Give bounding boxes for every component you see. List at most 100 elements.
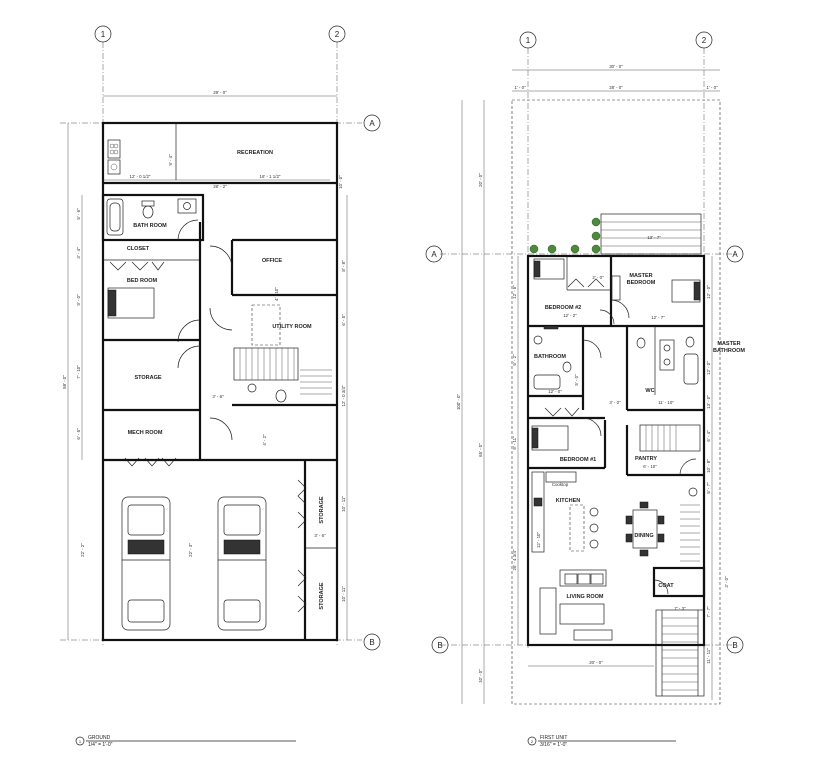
dim-mech-door: 4' - 2"	[262, 434, 267, 446]
dim-r1: 12' - 0"	[706, 285, 711, 299]
front-stair	[655, 609, 705, 697]
wall-coat-closet	[652, 566, 706, 598]
deck	[600, 213, 702, 255]
dim-rec-left: 12' - 0 1/2"	[130, 174, 151, 179]
sofa-cushion	[564, 573, 578, 585]
kitchen-cooktop-counter	[545, 471, 577, 483]
master-vanity	[659, 339, 675, 371]
bifold-closet-door	[109, 261, 165, 271]
grid-bubble-b-right	[726, 636, 744, 654]
master-sink-2	[663, 358, 671, 366]
dim-closet: 2' - 0"	[592, 275, 604, 280]
room-bed: BED ROOM	[127, 278, 158, 284]
door-swing-utility	[209, 307, 233, 331]
toilet-tank	[141, 200, 155, 207]
dim-r2: 12' - 0"	[706, 361, 711, 375]
dim-r3: 13' - 0"	[706, 395, 711, 409]
master-tv	[611, 275, 621, 301]
dim-r9: 11' - 11"	[706, 648, 711, 664]
utility-dashed-area	[251, 304, 281, 346]
door-swing-storage	[177, 345, 201, 369]
dim-rec-right-h: 10' - 0"	[338, 175, 343, 189]
scale-ground: 1/4" = 1'-0"	[88, 742, 113, 748]
dim-top-right: 1' - 0"	[706, 85, 718, 90]
bifold-storage-door-2	[297, 569, 307, 613]
dim-deck: 13' - 7"	[647, 235, 661, 240]
stool	[589, 507, 599, 517]
grid-number-1: 1	[101, 30, 106, 39]
door-swing-bed1	[582, 417, 602, 437]
room-living: LIVING ROOM	[567, 594, 604, 600]
bathtub-inner	[109, 202, 121, 232]
room-master-bath-1: MASTER	[717, 341, 740, 347]
master-toilet	[685, 336, 695, 348]
ground-floor-plan: 1 2 A B 29' - 0" 58' - 0" RECREATION 12'…	[60, 25, 381, 748]
chair	[657, 533, 665, 543]
bifold-bed2-closet	[567, 278, 605, 288]
dim-right-2: 6' - 5"	[341, 314, 346, 326]
lot-boundary	[511, 99, 721, 705]
stair-exterior	[300, 369, 332, 395]
kitchen-island	[569, 504, 585, 552]
grid-bubble-a-right	[726, 245, 744, 263]
dim-left-5: 6' - 5"	[76, 428, 81, 440]
grid-bubble-1	[94, 25, 112, 43]
grid-letter-b-left: B	[437, 641, 442, 650]
grid-bubble-a-left	[425, 245, 443, 263]
bifold-storage-door-1	[297, 479, 307, 529]
chair	[639, 501, 649, 509]
grid-number-1-first: 1	[526, 36, 531, 45]
bath-toilet	[562, 361, 572, 373]
dim-bed2: 12' - 2"	[563, 313, 577, 318]
bath-tub	[533, 374, 561, 390]
dim-r7: 7' - 7"	[706, 606, 711, 618]
dim-garage-left: 22' - 2"	[80, 543, 85, 557]
room-master-bedroom-2: BEDROOM	[627, 280, 656, 286]
door-swing-bath	[177, 219, 199, 241]
car-left	[121, 496, 171, 631]
room-kitchen: KITCHEN	[556, 498, 580, 504]
room-closet: CLOSET	[127, 246, 150, 252]
tree	[591, 244, 601, 254]
title-bubble-ground	[75, 736, 85, 746]
grid-letter-b: B	[369, 638, 374, 647]
grid-bubble-b-left	[431, 636, 449, 654]
media-console	[573, 629, 613, 641]
grid-number-2: 2	[335, 30, 340, 39]
room-master-bath-2: BATHROOM	[713, 348, 745, 354]
room-dining: DINING	[634, 533, 653, 539]
dim-utility: 4' - 10"	[274, 287, 279, 301]
dim-m1: 5' - 2"	[512, 354, 517, 366]
door-swing-master	[610, 299, 630, 319]
grid-bubble-2-first	[695, 31, 713, 49]
stair-treads	[239, 348, 295, 380]
grid-number-2-first: 2	[702, 36, 707, 45]
room-bedroom2: BEDROOM #2	[545, 305, 581, 311]
chair	[625, 533, 633, 543]
deck-boards	[601, 221, 701, 247]
title-number-ground: 1	[79, 739, 82, 744]
grid-letter-a: A	[369, 119, 375, 128]
room-wc: WC	[645, 388, 654, 394]
sink-basin	[110, 163, 118, 171]
room-master-bedroom-1: MASTER	[629, 273, 652, 279]
title-number-first: 2	[531, 739, 534, 744]
burner	[113, 149, 119, 155]
dim-overall-depth-first: 100' - 0"	[456, 394, 461, 411]
dim-overall-width: 29' - 0"	[213, 90, 227, 95]
bed-pillows	[107, 289, 117, 317]
toilet-fixture	[142, 205, 154, 219]
dim-k2: 26' - 4 3/4"	[512, 549, 517, 570]
dim-rec-right: 16' - 1 1/2"	[260, 174, 281, 179]
tree	[529, 244, 539, 254]
powder-toilet	[275, 389, 287, 403]
bath-sink	[533, 335, 543, 345]
room-garage-storage-1: STORAGE	[319, 496, 325, 523]
dim-rec-height: 9' - 4"	[168, 154, 173, 166]
dim-coat: 7' - 3"	[674, 606, 686, 611]
tree	[547, 244, 557, 254]
first-unit-plan: 1 2 A A B B 30' - 0" 1' - 0" 28' - 0" 1'…	[425, 31, 745, 748]
room-bedroom1: BEDROOM #1	[560, 457, 596, 463]
room-bath: BATH ROOM	[133, 223, 167, 229]
